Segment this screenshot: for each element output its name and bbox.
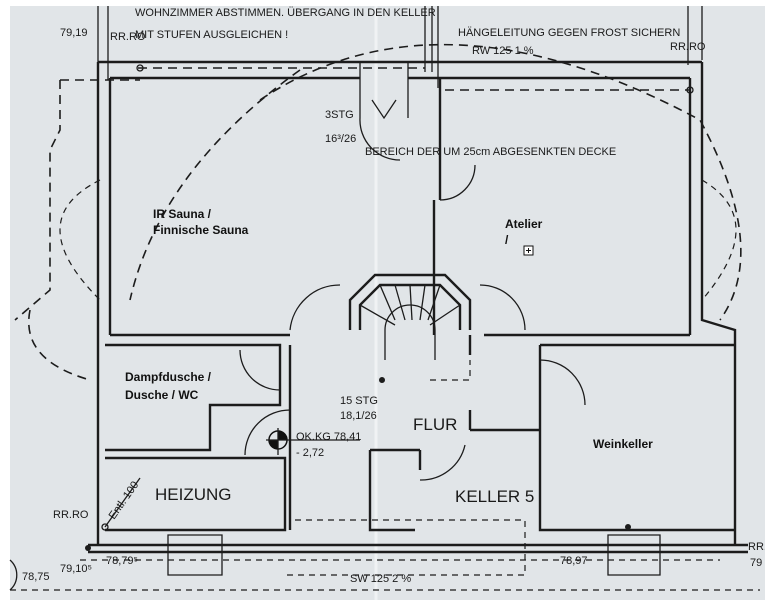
annotation-dusche-line1: Dampfdusche /: [125, 370, 212, 384]
pipe-label-top-left: RR.RO: [110, 31, 146, 43]
dashed-path-left: [28, 309, 91, 381]
exterior-top: [14, 6, 703, 321]
level-mark-line2: - 2,72: [296, 447, 324, 459]
stairs-main-count: 15 STG: [340, 395, 378, 407]
annotation-sauna-line2: Finnische Sauna: [153, 223, 249, 237]
annotation-atelier-line1: Atelier: [505, 217, 543, 231]
pipe-label-bottom-left: RR.RO: [53, 509, 89, 521]
elevation-top-left: 79,19: [60, 27, 88, 39]
window-bays: [59, 179, 737, 301]
annotation-atelier-line2: /: [505, 233, 509, 247]
staircase: [348, 273, 472, 383]
pipe-label-bottom-right: RR.RO: [748, 541, 765, 553]
stairs-top-count: 3STG: [325, 109, 354, 121]
elevation-bottom-left-1: 79,10⁵: [60, 563, 92, 575]
note-stufen: MIT STUFEN AUSGLEICHEN !: [135, 29, 288, 41]
note-sewer: SW 125 2 %: [350, 573, 411, 585]
outer-walls: [88, 60, 748, 554]
elevation-bottom-right: 78,97: [560, 555, 588, 567]
note-wohnzimmer: WOHNZIMMER ABSTIMMEN. ÜBERGANG IN DEN KE…: [135, 7, 436, 19]
room-label-heizung: HEIZUNG: [155, 485, 232, 504]
note-frost: HÄNGELEITUNG GEGEN FROST SICHERN: [458, 27, 680, 39]
room-label-keller5: KELLER 5: [455, 487, 534, 506]
note-rw: RW 125 1 %: [472, 45, 534, 57]
annotation-weinkeller: Weinkeller: [593, 437, 653, 451]
stairs-top-ratio: 16³/26: [325, 133, 356, 145]
annotation-dusche-line2: Dusche / WC: [125, 388, 199, 402]
annotation-sauna-line1: IR Sauna /: [153, 207, 212, 221]
exterior-bottom: [9, 477, 760, 591]
elevation-right-edge: 79: [750, 557, 762, 569]
room-label-flur: FLUR: [413, 415, 457, 434]
stairs-main-ratio: 18,1/26: [340, 410, 377, 422]
pipe-label-top-right: RR.RO: [670, 41, 706, 53]
dashed-arc-left: [129, 69, 301, 301]
note-ceiling: BEREICH DER UM 25cm ABGESENKTEN DECKE: [365, 146, 616, 158]
inner-walls: [105, 78, 735, 532]
elevation-bottom-left-3: 78,75: [22, 571, 50, 583]
move-cursor-icon: [523, 245, 534, 256]
dashed-arc-right: [259, 43, 742, 321]
level-marker-icon: [266, 428, 360, 455]
level-mark-line1: OK.KG 78,41: [296, 431, 361, 443]
elevation-bottom-left-2: 78,79⁵: [106, 555, 138, 567]
